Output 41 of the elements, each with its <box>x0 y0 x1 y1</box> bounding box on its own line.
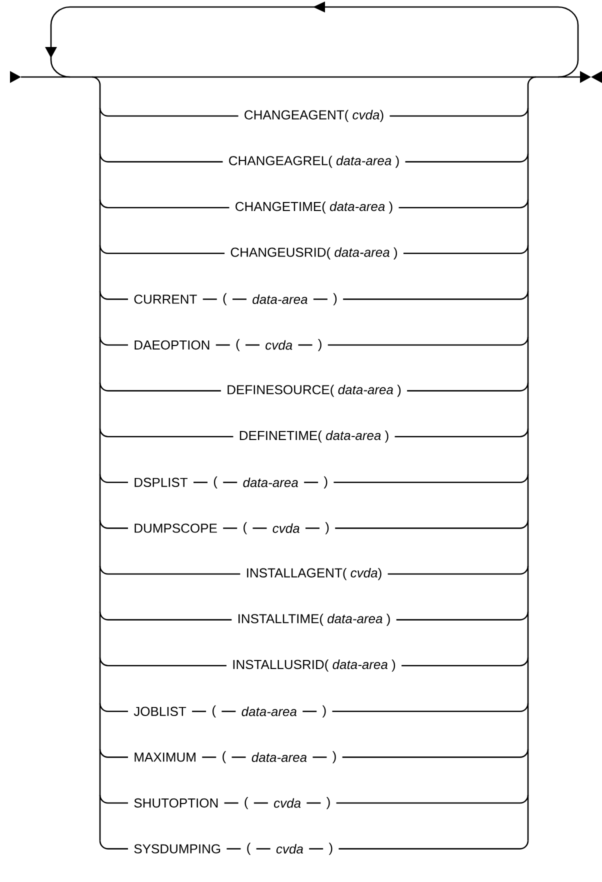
option-keyword: CURRENT <box>134 294 197 304</box>
parenthesis: ( <box>222 751 226 764</box>
parameter: data-area <box>252 752 307 762</box>
parenthesis: ) <box>324 476 328 488</box>
parameter: data-area <box>242 706 297 716</box>
parenthesis: ) <box>322 705 326 718</box>
parenthesis: ) <box>333 293 337 306</box>
parenthesis: ) <box>328 842 332 855</box>
parenthesis: ( <box>212 705 216 718</box>
parenthesis: ( <box>244 522 247 534</box>
parenthesis: ) <box>318 338 322 352</box>
parenthesis: ( <box>244 796 248 810</box>
option-keyword: CHANGETIME( data-area ) <box>236 202 392 214</box>
parameter: cvda <box>274 798 301 808</box>
option-keyword: CHANGEAGREL( data-area ) <box>229 156 399 168</box>
parameter: data-area <box>243 478 298 488</box>
option-keyword: MAXIMUM <box>134 752 196 762</box>
parenthesis: ( <box>236 338 240 352</box>
parameter: cvda <box>272 523 300 533</box>
option-keyword: SYSDUMPING <box>134 844 220 854</box>
parenthesis: ( <box>223 293 227 306</box>
option-keyword: INSTALLAGENT( cvda) <box>247 568 382 580</box>
option-keyword: CHANGEUSRID( data-area ) <box>230 247 397 260</box>
option-keyword: DUMPSCOPE <box>134 524 217 533</box>
option-keyword: DEFINETIME( data-area ) <box>240 430 388 443</box>
option-keyword: CHANGEAGENT( cvda) <box>244 110 384 122</box>
parameter: cvda <box>266 340 292 350</box>
parenthesis: ) <box>332 751 336 764</box>
parenthesis: ( <box>247 842 251 855</box>
parameter: cvda <box>276 844 303 854</box>
option-keyword: DEFINESOURCE( data-area ) <box>228 384 401 397</box>
option-keyword: INSTALLTIME( data-area ) <box>238 614 390 626</box>
parenthesis: ) <box>326 796 330 810</box>
option-keyword: DSPLIST <box>134 478 188 487</box>
parameter: data-area <box>252 294 308 304</box>
option-keyword: INSTALLUSRID( data-area ) <box>233 660 396 672</box>
option-keyword: DAEOPTION <box>134 340 210 350</box>
option-keyword: JOBLIST <box>134 706 186 716</box>
option-keyword: SHUTOPTION <box>134 798 218 808</box>
parenthesis: ( <box>214 476 218 488</box>
parenthesis: ) <box>325 522 329 534</box>
